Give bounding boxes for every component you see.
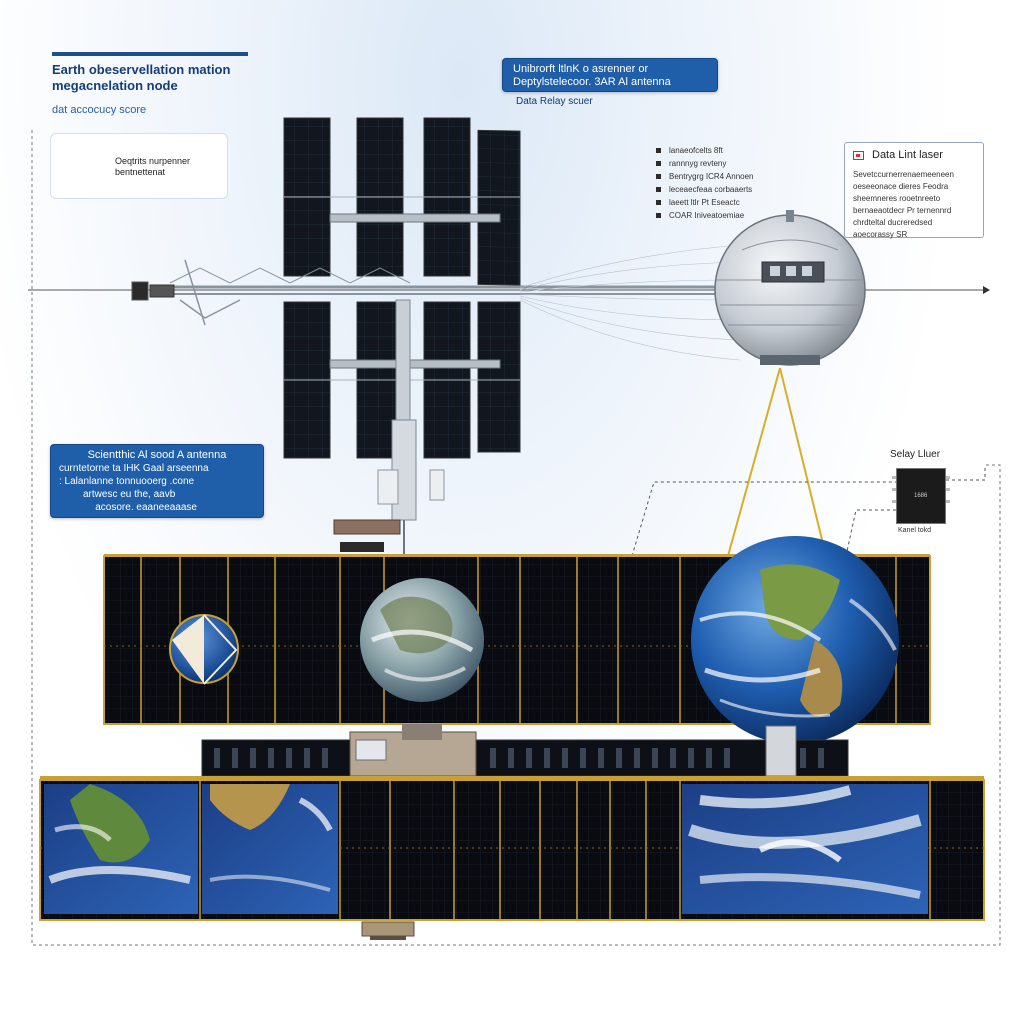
earth-globe-small xyxy=(169,614,239,685)
list-item: Bentrygrg ICR4 Annoen xyxy=(656,170,768,183)
equipment-bay xyxy=(201,724,849,777)
data-link-line: oeseeonace dieres Feodra xyxy=(853,182,949,191)
top-callout-sublabel: Data Relay scuer xyxy=(516,96,593,107)
solar-panel xyxy=(477,129,521,286)
top-callout-line2: Deptylstelecoor. 3AR Al antenna xyxy=(513,76,671,88)
left-callout-line2: curntetorne ta IHK Gaal arseenna xyxy=(59,463,209,474)
laser-icon xyxy=(853,150,864,160)
list-item: laeett ltlr Pt Eseactc xyxy=(656,196,768,209)
earth-image-tile xyxy=(202,784,338,914)
base-module xyxy=(361,921,415,940)
upper-solar-arrays xyxy=(283,117,521,459)
data-link-line: Sevetccurnerrenaemeeneen xyxy=(853,170,954,179)
left-callout-line1: Scientthic Al sood A antenna xyxy=(87,449,227,461)
top-callout-line1: Unibrorft ltlnK o asrenner or xyxy=(513,63,649,75)
page-title-line1: Earth obeservellation mation xyxy=(52,62,231,77)
solar-panel xyxy=(477,301,521,453)
list-item: COAR Iniveatoemiae xyxy=(656,209,768,222)
list-item: rannnyg revteny xyxy=(656,157,768,170)
page-subtitle: dat accocucy score xyxy=(52,104,147,116)
central-mast xyxy=(333,299,445,560)
relay-chip-pins xyxy=(892,476,950,503)
left-callout-line5: acosore. eaaneeaaase xyxy=(95,502,197,513)
earth-globe-large xyxy=(691,536,899,744)
bullet-icon xyxy=(656,174,661,179)
earth-image-tile xyxy=(44,784,198,914)
relay-chip-caption: Kanel tokd xyxy=(898,527,932,534)
left-callout-line3: : Lalanlanne tonnuooerg .cone xyxy=(59,476,195,487)
data-link-box: Data Lint laser Sevetccurnerrenaemeeneen… xyxy=(844,142,984,239)
title-block: Earth obeservellation mation megacnelati… xyxy=(52,52,248,116)
relay-sphere xyxy=(714,210,866,366)
earth-globe-medium xyxy=(360,578,484,702)
left-callout-line4: artwesc eu the, aavb xyxy=(83,489,176,500)
dashed-frame xyxy=(31,130,1001,946)
title-rule xyxy=(52,52,248,56)
bullet-icon xyxy=(656,148,661,153)
earth-card: Oeqtrits nurpenner bentnettenat xyxy=(50,133,228,199)
list-item: lanaeofcelts 8ft xyxy=(656,144,768,157)
data-link-title: Data Lint laser xyxy=(853,149,975,161)
relay-laser-label: Selay Lluer xyxy=(890,449,941,460)
earth-card-line1: Oeqtrits nurpenner xyxy=(115,156,191,166)
earth-image-tile xyxy=(682,784,928,914)
earth-card-line2: bentnettenat xyxy=(115,167,166,177)
relay-chip: 1686 xyxy=(896,468,946,524)
laser-links xyxy=(727,367,827,557)
data-link-line: aoecorassy SR xyxy=(853,230,908,239)
bullet-icon xyxy=(656,200,661,205)
bullet-icon xyxy=(656,187,661,192)
data-link-line: chrdteltal ducreredsed xyxy=(853,218,933,227)
data-link-line: bernaeaotdecr Pr ternennrd xyxy=(853,206,952,215)
spec-list: lanaeofcelts 8ft rannnyg revteny Bentryg… xyxy=(656,144,768,222)
list-item: leceaecfeaa corbaaerts xyxy=(656,183,768,196)
relay-chip-code: 1686 xyxy=(914,493,928,499)
top-callout: Unibrorft ltlnK o asrenner or Deptylstel… xyxy=(502,58,718,92)
bullet-icon xyxy=(656,161,661,166)
link-dashes xyxy=(631,465,986,557)
left-callout: Scientthic Al sood A antenna curntetorne… xyxy=(50,444,264,518)
data-link-line: sheemneres rooetnreeto xyxy=(853,194,941,203)
main-truss xyxy=(131,213,741,369)
page-title-line2: megacnelation node xyxy=(52,78,178,93)
bullet-icon xyxy=(656,213,661,218)
